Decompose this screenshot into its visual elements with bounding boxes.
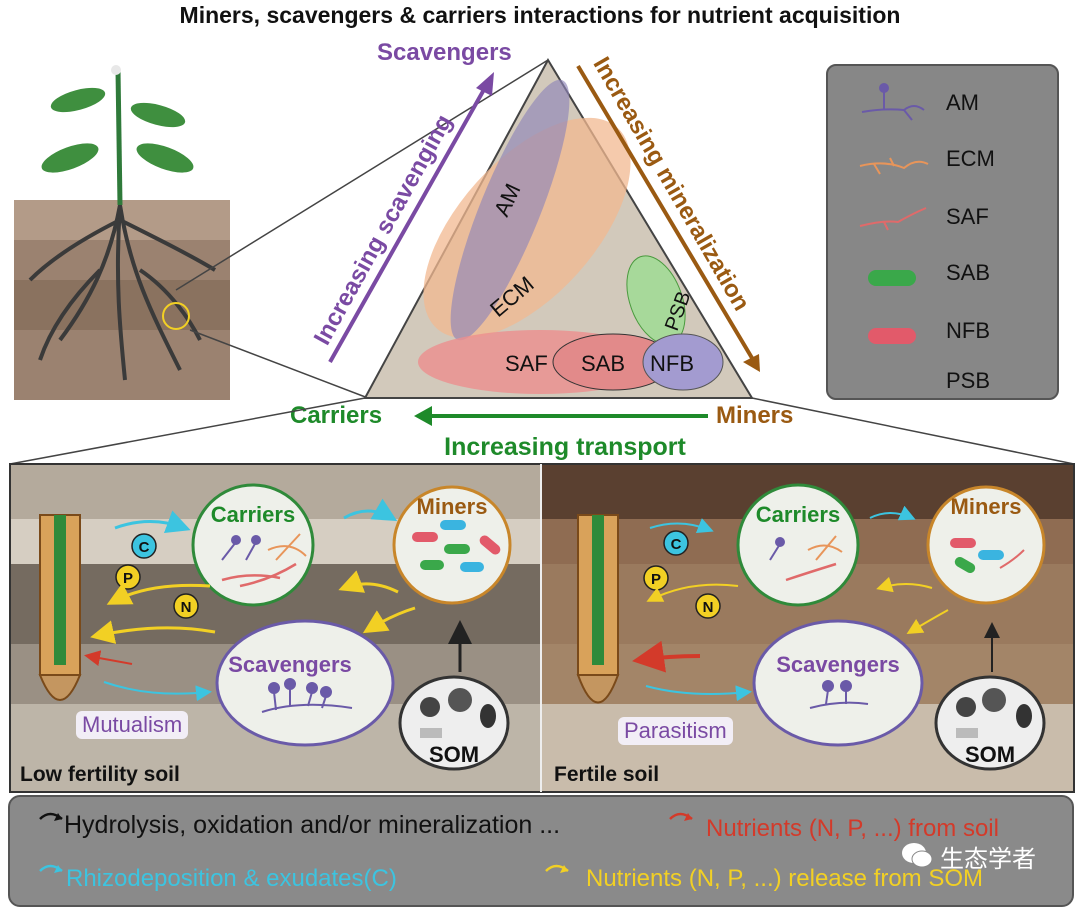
- right-badge-n: [695, 593, 721, 619]
- plant-illustration: [14, 65, 230, 400]
- wechat-icon: [902, 843, 933, 868]
- soil-panels: Carriers Miners Scavengers SOM C P N: [9, 463, 1075, 793]
- arrow-key: Hydrolysis, oxidation and/or mineralizat…: [8, 795, 1074, 907]
- right-scavengers-label: Scavengers: [776, 652, 900, 677]
- right-scavengers-circle: [752, 619, 924, 747]
- watermark: 生态学者: [940, 846, 1036, 873]
- vertex-carriers: Carriers: [290, 402, 382, 429]
- saf-hypha-icon: [859, 207, 927, 231]
- key-nutrients-soil: Nutrients (N, P, ...) from soil: [706, 815, 999, 842]
- left-scavengers-circle: [215, 619, 395, 747]
- right-badge-c: [663, 530, 689, 556]
- left-som-label: SOM: [429, 742, 479, 767]
- legend-label-am: AM: [946, 90, 979, 115]
- right-n-label: N: [703, 599, 714, 616]
- nfb-bacterium-icon: [868, 328, 916, 344]
- left-c-label: C: [139, 539, 150, 556]
- page-title: Miners, scavengers & carriers interactio…: [179, 2, 901, 28]
- left-p-label: P: [123, 570, 133, 587]
- right-relation-label: Parasitism: [618, 717, 733, 745]
- vertex-scavengers: Scavengers: [377, 39, 512, 66]
- ecm-hypha-icon: [859, 157, 929, 175]
- legend-label-saf: SAF: [946, 204, 989, 229]
- left-badge-n: [173, 593, 199, 619]
- left-badge-c: [131, 533, 157, 559]
- am-region: [450, 79, 570, 341]
- key-nutrients-som: Nutrients (N, P, ...) release from SOM: [586, 865, 983, 892]
- legend-icons: [859, 83, 929, 344]
- left-carriers-circle: [191, 483, 315, 607]
- panel-low-fertility: Carriers Miners Scavengers SOM C P N: [10, 464, 540, 792]
- nfb-region: [642, 333, 724, 391]
- legend-label-sab: SAB: [946, 260, 991, 285]
- legend: AM ECM SAF SAB NFB PSB: [826, 64, 1059, 400]
- sab-bacterium-icon: [868, 270, 916, 286]
- left-soil-label: Low fertility soil: [20, 763, 180, 786]
- right-c-label: C: [671, 536, 682, 553]
- label-nfb: NFB: [650, 351, 694, 376]
- right-carriers-label: Carriers: [756, 502, 840, 527]
- label-saf: SAF: [505, 351, 548, 376]
- right-soil-label: Fertile soil: [554, 763, 660, 786]
- right-som-label: SOM: [965, 742, 1015, 767]
- left-relation-label: Mutualism: [76, 711, 189, 739]
- label-increasing-transport: Increasing transport: [444, 433, 686, 461]
- triangle-diagram: AM ECM PSB SAF SAB NFB Scavengers Carrie…: [9, 39, 1075, 465]
- zoom-circle: [162, 302, 190, 330]
- key-rhizodeposition: Rhizodeposition & exudates(C): [66, 865, 397, 892]
- panel-fertile: Carriers Miners Scavengers SOM C P N: [542, 464, 1074, 792]
- left-scavengers-label: Scavengers: [228, 652, 352, 677]
- right-carriers-circle: [736, 483, 860, 607]
- key-arrows: [39, 812, 693, 873]
- arrow-transport: [414, 406, 708, 426]
- legend-label-ecm: ECM: [946, 146, 995, 171]
- root-system: [28, 204, 217, 381]
- left-carriers-label: Carriers: [211, 502, 295, 527]
- left-n-label: N: [181, 599, 192, 616]
- left-miners-label: Miners: [417, 494, 488, 519]
- am-hypha-icon: [861, 83, 925, 121]
- arrow-scavenging: [328, 72, 494, 363]
- right-p-label: P: [651, 571, 661, 588]
- legend-label-psb: PSB: [946, 368, 991, 393]
- right-miners-label: Miners: [951, 494, 1022, 519]
- vertex-miners: Miners: [716, 402, 793, 429]
- right-miners-circle: [926, 485, 1046, 605]
- arrow-mineralization: [576, 64, 760, 372]
- label-sab: SAB: [581, 351, 625, 376]
- shoot: [41, 65, 194, 206]
- key-hydrolysis: Hydrolysis, oxidation and/or mineralizat…: [64, 811, 561, 839]
- legend-label-nfb: NFB: [946, 318, 990, 343]
